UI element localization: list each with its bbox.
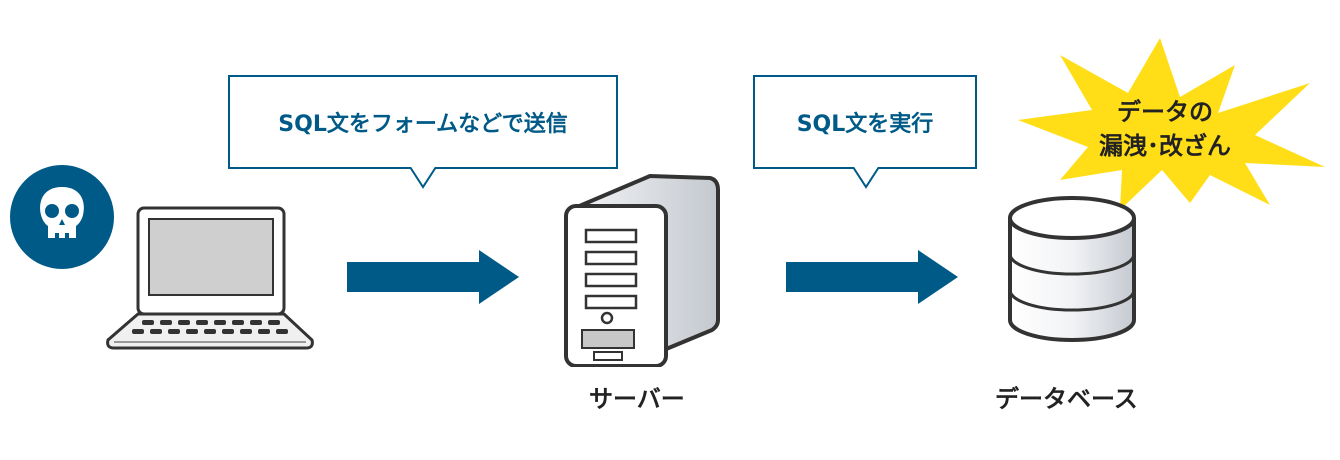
callout-send-tail	[409, 167, 437, 189]
burst-label: データの 漏洩･改ざん	[1080, 95, 1250, 163]
callout-execute-sql-text: SQL文を実行	[796, 112, 934, 137]
server-icon	[564, 174, 720, 367]
burst-line-1: データの	[1117, 98, 1213, 126]
database-icon	[1008, 196, 1136, 342]
arrow-client-to-server	[347, 250, 519, 304]
burst-shape	[1018, 38, 1325, 210]
callout-send-sql-text: SQL文をフォームなどで送信	[278, 112, 568, 137]
callout-execute-sql: SQL文を実行	[753, 75, 977, 169]
skull-icon	[10, 165, 114, 269]
laptop-icon	[106, 206, 314, 350]
callout-execute-tail	[852, 167, 880, 189]
arrow-server-to-database	[786, 250, 958, 304]
callout-send-sql: SQL文をフォームなどで送信	[228, 75, 618, 169]
burst-line-2: 漏洩･改ざん	[1099, 132, 1231, 160]
database-label: データベース	[995, 385, 1138, 413]
server-label: サーバー	[589, 385, 685, 413]
